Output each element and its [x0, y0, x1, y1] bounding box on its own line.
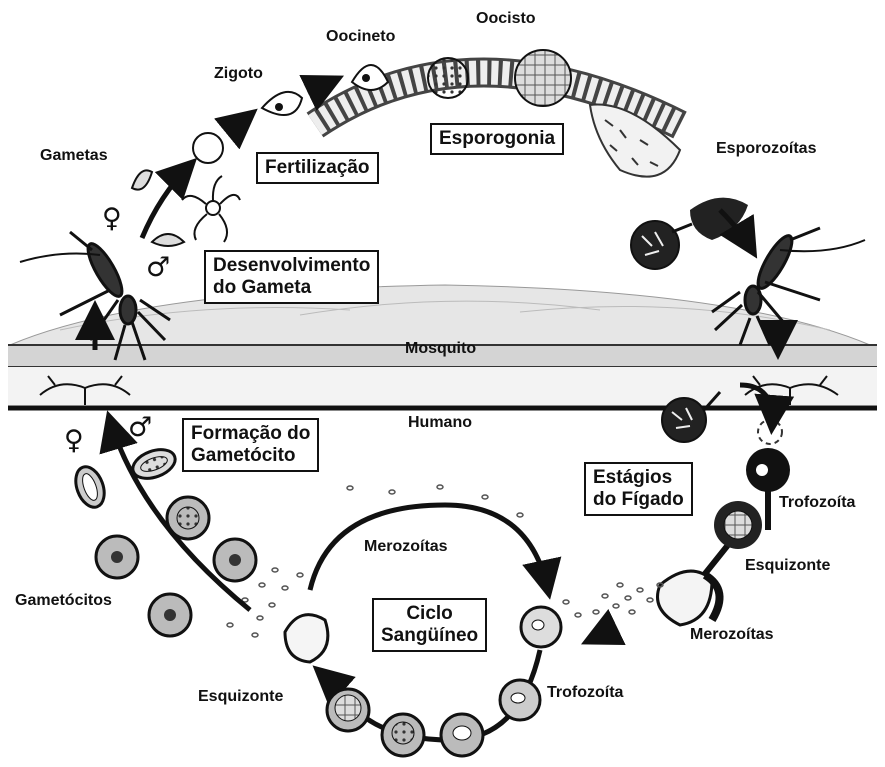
label-esquizonte-figado: Esquizonte: [745, 557, 830, 575]
label-oocineto: Oocineto: [326, 28, 395, 46]
gamete-female: [132, 170, 152, 189]
box-desenvolvimento-gameta: Desenvolvimento do Gameta: [204, 250, 379, 304]
label-zigoto: Zigoto: [214, 65, 263, 83]
male-symbol-top: ♂: [146, 254, 170, 281]
gamete-male: [152, 234, 184, 246]
box-estagios-figado: Estágios do Fígado: [584, 462, 693, 516]
label-esporozoitas: Esporozoítas: [716, 140, 816, 158]
box-formacao-gametocito: Formação do Gametócito: [182, 418, 319, 472]
label-trofozoita-ciclo: Trofozoíta: [547, 684, 623, 702]
label-gametocitos: Gametócitos: [15, 592, 112, 610]
label-esquizonte-ciclo: Esquizonte: [198, 688, 283, 706]
sporozoite-magnified: [631, 221, 679, 269]
box-ciclo-sanguineo: Ciclo Sangüíneo: [372, 598, 487, 652]
zygote: [262, 92, 302, 115]
male-symbol-bottom: ♂: [128, 414, 152, 441]
hepatocyte-sporozoite: [662, 398, 706, 442]
label-gametas: Gametas: [40, 147, 108, 165]
label-mosquito: Mosquito: [405, 340, 476, 358]
label-oocisto: Oocisto: [476, 10, 536, 28]
liver-merozoites: [593, 583, 663, 614]
label-humano: Humano: [408, 414, 472, 432]
oocyst-large: [515, 50, 571, 106]
box-esporogonia: Esporogonia: [430, 123, 564, 155]
female-symbol-bottom: ♀: [64, 427, 84, 454]
female-symbol-top: ♀: [102, 205, 122, 232]
label-trofozoita-figado: Trofozoíta: [779, 494, 855, 512]
ookinete: [352, 65, 388, 90]
box-fertilizacao: Fertilização: [256, 152, 379, 184]
macrogamete: [193, 133, 223, 163]
microgametes: [182, 176, 240, 242]
oocyst-small: [428, 58, 468, 98]
label-merozoitas-ciclo: Merozoítas: [364, 538, 448, 556]
label-merozoitas-figado: Merozoítas: [690, 626, 774, 644]
